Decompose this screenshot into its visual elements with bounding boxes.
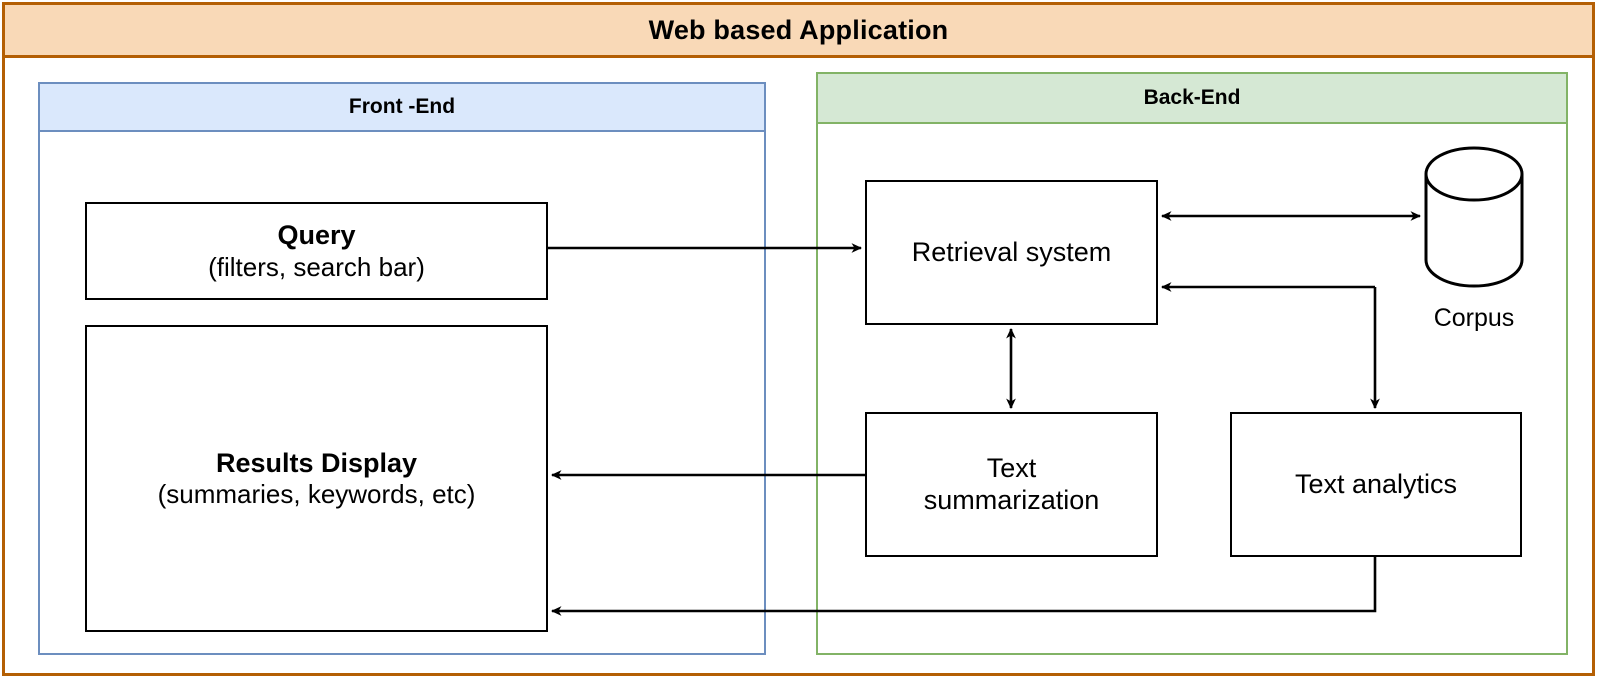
query-subtitle: (filters, search bar) xyxy=(208,251,425,282)
text-summarization-label-line1: Text xyxy=(986,452,1037,483)
results-display-box: Results Display (summaries, keywords, et… xyxy=(85,325,548,632)
backend-panel: Back-End xyxy=(816,72,1568,655)
corpus-database-icon xyxy=(1424,146,1524,288)
frontend-panel-label: Front -End xyxy=(348,95,456,118)
backend-panel-title: Back-End xyxy=(818,74,1566,124)
backend-panel-label: Back-End xyxy=(1143,86,1241,109)
page-title: Web based Application xyxy=(648,14,949,45)
results-title: Results Display xyxy=(215,447,418,478)
retrieval-system-label: Retrieval system xyxy=(911,236,1112,267)
frontend-panel: Front -End xyxy=(38,82,766,655)
corpus-label: Corpus xyxy=(1433,304,1515,332)
text-analytics-box: Text analytics xyxy=(1230,412,1522,557)
app-title-bar: Web based Application xyxy=(2,2,1595,58)
retrieval-system-box: Retrieval system xyxy=(865,180,1158,325)
frontend-panel-title: Front -End xyxy=(40,84,764,132)
query-box: Query (filters, search bar) xyxy=(85,202,548,300)
text-analytics-label: Text analytics xyxy=(1294,468,1458,499)
text-summarization-box: Text summarization xyxy=(865,412,1158,557)
query-title: Query xyxy=(277,220,356,251)
results-subtitle: (summaries, keywords, etc) xyxy=(157,479,476,510)
text-summarization-label-line2: summarization xyxy=(923,484,1100,515)
